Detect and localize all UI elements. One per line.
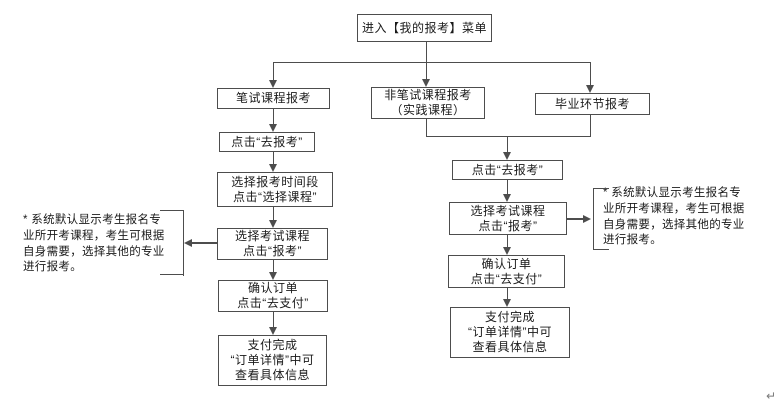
- connector-note-right: [567, 218, 583, 220]
- connector-merge-stem: [506, 136, 508, 153]
- merged-select-course-line2: 点击“报考”: [478, 218, 538, 233]
- connector-branch-right: [589, 61, 591, 86]
- connector-written-4: [272, 260, 274, 273]
- merged-confirm-order-line2: 点击“去支付”: [470, 271, 543, 286]
- paragraph-return-icon: ↵: [766, 389, 777, 403]
- node-written-course-label: 笔试课程报考: [235, 91, 311, 105]
- connector-written-1: [272, 109, 274, 125]
- note-right-bracket-spine: [593, 188, 595, 250]
- note-left-line4: 进行报考。: [23, 261, 82, 274]
- node-start: 进入【我的报考】菜单: [357, 14, 492, 42]
- note-left-line3: 自身需要，选择其他的专业: [23, 245, 165, 258]
- node-written-select-course: 选择考试课程 点击“报考”: [217, 228, 328, 260]
- connector-merge-from-middle: [425, 119, 427, 137]
- arrowhead-merged-1: [502, 194, 511, 202]
- arrowhead-merged-3: [502, 299, 511, 307]
- node-merged-select-course: 选择考试课程 点击“报考”: [449, 202, 567, 235]
- note-left-bracket-bottom: [160, 274, 184, 276]
- written-payment-done-line2: “订单详情”中可: [230, 353, 315, 367]
- written-confirm-order-line2: 点击“去支付”: [237, 296, 309, 310]
- written-payment-done-line3: 查看具体信息: [234, 368, 310, 382]
- connector-start-stem: [425, 42, 427, 62]
- arrowhead-branch-middle: [421, 79, 430, 87]
- note-left-bracket-top: [160, 210, 184, 212]
- node-start-label: 进入【我的报考】菜单: [361, 20, 487, 35]
- connector-note-left: [191, 242, 218, 244]
- written-payment-done-line1: 支付完成: [247, 338, 298, 352]
- note-right-bracket-top: [593, 188, 609, 190]
- node-non-written-line2: （实践课程）: [390, 103, 466, 117]
- node-written-select-time: 选择报考时间段 点击“选择课程”: [217, 172, 333, 207]
- node-written-payment-done: 支付完成 “订单详情”中可 查看具体信息: [218, 335, 327, 386]
- note-right-line4: 进行报考。: [603, 234, 662, 247]
- merged-payment-done-line2: “订单详情”中可: [468, 325, 552, 339]
- connector-written-5: [272, 312, 274, 328]
- connector-merged-1: [506, 180, 508, 195]
- written-select-course-line2: 点击“报考”: [243, 244, 302, 258]
- written-click-register-label: 点击“去报考”: [231, 134, 303, 149]
- arrowhead-written-5: [268, 327, 277, 335]
- connector-written-2: [272, 152, 274, 165]
- connector-merge-from-right: [589, 115, 591, 137]
- written-confirm-order-line1: 确认订单: [247, 281, 298, 295]
- merged-click-register-label: 点击“去报考”: [471, 162, 544, 177]
- note-right-line1: * 系统默认显示考生报名专: [603, 187, 742, 199]
- note-right-bracket-bottom: [593, 248, 609, 250]
- note-right-line3: 自身需要，选择其他的专业: [603, 218, 745, 231]
- node-written-course: 笔试课程报考: [217, 88, 330, 109]
- connector-branch-middle: [425, 61, 427, 80]
- node-non-written-course: 非笔试课程报考 （实践课程）: [371, 87, 485, 119]
- node-merged-click-register: 点击“去报考”: [452, 160, 563, 180]
- arrowhead-written-3: [268, 220, 277, 228]
- arrowhead-note-right: [582, 214, 591, 223]
- merged-payment-done-line1: 支付完成: [484, 310, 535, 324]
- note-left-line1: * 系统默认显示考生报名专: [23, 214, 162, 226]
- merged-confirm-order-line1: 确认订单: [481, 256, 532, 271]
- node-written-confirm-order: 确认订单 点击“去支付”: [218, 280, 328, 312]
- note-left: * 系统默认显示考生报名专 业所开考课程，考生可根据 自身需要，选择其他的专业 …: [23, 213, 168, 276]
- node-merged-payment-done: 支付完成 “订单详情”中可 查看具体信息: [450, 307, 570, 358]
- connector-written-3: [272, 207, 274, 221]
- arrowhead-note-left: [183, 238, 192, 247]
- node-graduation: 毕业环节报考: [535, 93, 650, 115]
- node-graduation-label: 毕业环节报考: [554, 96, 630, 111]
- node-merged-confirm-order: 确认订单 点击“去支付”: [448, 255, 565, 288]
- merged-select-course-line1: 选择考试课程: [470, 203, 546, 218]
- arrowhead-written-4: [268, 272, 277, 280]
- arrowhead-branch-right: [585, 85, 594, 93]
- arrowhead-merged-2: [502, 247, 511, 255]
- node-non-written-line1: 非笔试课程报考: [384, 88, 472, 102]
- connector-merged-3: [506, 288, 508, 300]
- written-select-course-line1: 选择考试课程: [234, 229, 310, 243]
- arrowhead-merge: [502, 152, 511, 160]
- connector-merged-2: [506, 235, 508, 248]
- arrowhead-branch-left: [268, 80, 277, 88]
- note-left-line2: 业所开考课程，考生可根据: [23, 229, 165, 242]
- written-select-time-line1: 选择报考时间段: [231, 174, 319, 189]
- written-select-time-line2: 点击“选择课程”: [233, 189, 317, 204]
- note-right-line2: 业所开考课程，考生可根据: [603, 202, 745, 215]
- merged-payment-done-line3: 查看具体信息: [472, 340, 548, 354]
- connector-split-bar: [272, 61, 591, 63]
- connector-branch-left: [272, 61, 274, 81]
- arrowhead-written-2: [268, 164, 277, 172]
- node-written-click-register: 点击“去报考”: [219, 132, 315, 152]
- connector-merge-bar: [425, 136, 591, 138]
- note-right: * 系统默认显示考生报名专 业所开考课程，考生可根据 自身需要，选择其他的专业 …: [603, 186, 748, 249]
- arrowhead-written-1: [268, 124, 277, 132]
